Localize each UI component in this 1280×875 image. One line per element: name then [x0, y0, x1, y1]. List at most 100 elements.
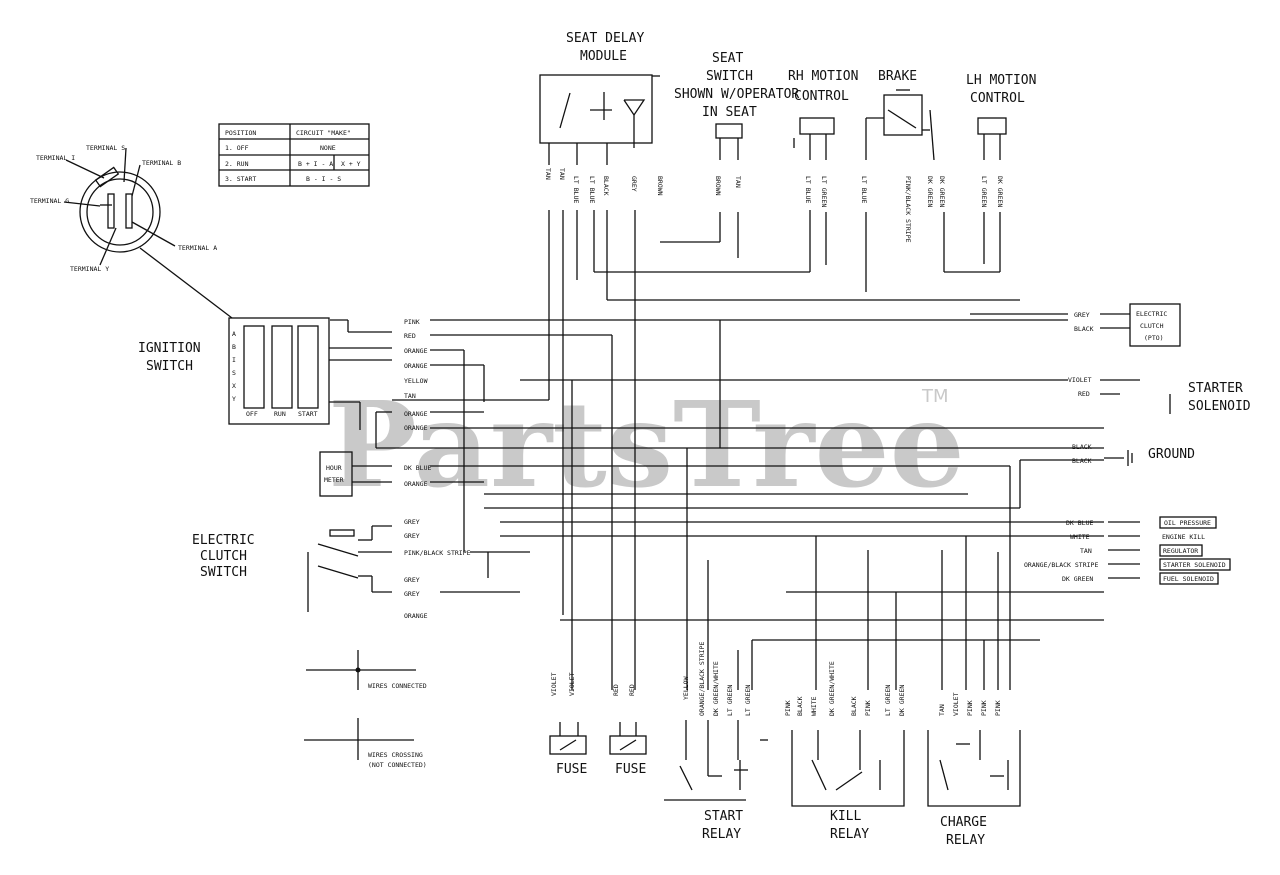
- kill-relay: [791, 730, 905, 807]
- terminal-a-label: TERMINAL A: [178, 244, 217, 252]
- wire-label: PINK/BLACK STRIPE: [904, 176, 912, 243]
- wire-label: LT GREEN: [726, 685, 734, 716]
- wire-label: TAN: [404, 392, 416, 400]
- wire-label: PINK: [980, 700, 988, 716]
- wire-label: BLACK: [1072, 457, 1092, 465]
- seat-switch-title-1: SEAT: [712, 51, 743, 66]
- electric-clutch-switch-title-1: ELECTRIC: [192, 533, 255, 548]
- lh-motion-control-title-1: LH MOTION: [966, 73, 1036, 88]
- position-table-cell: B - I - S: [306, 175, 341, 183]
- start-relay: [664, 720, 748, 801]
- pto-clutch: [970, 303, 1181, 347]
- wire-label: BROWN: [714, 176, 722, 196]
- seat-delay-module-title-2: MODULE: [580, 49, 627, 64]
- pto-clutch-label-3: (PTO): [1144, 334, 1164, 342]
- wire-label: TAN: [1080, 547, 1092, 555]
- switch-letter: I: [232, 356, 236, 364]
- electric-clutch-switch-title-2: CLUTCH: [200, 549, 247, 564]
- start-relay-title-1: START: [704, 809, 743, 824]
- brake-title: BRAKE: [878, 69, 917, 84]
- hour-meter-label-1: HOUR: [326, 464, 342, 472]
- top-wiring: [392, 210, 1020, 690]
- watermark-trademark: TM: [921, 386, 949, 407]
- wire-label: LT GREEN: [820, 176, 828, 207]
- hour-meter: [319, 451, 392, 497]
- seat-switch-title-2: SWITCH: [706, 69, 753, 84]
- electric-clutch-switch: [307, 525, 392, 612]
- kill-relay-title-1: KILL: [830, 809, 861, 824]
- position-table-cell: B + I - A: [298, 160, 333, 168]
- position-table-header-circuit: CIRCUIT "MAKE": [296, 129, 351, 137]
- ignition-switch-title-1: IGNITION: [138, 341, 201, 356]
- position-table: [218, 123, 370, 187]
- switch-letter: A: [232, 330, 236, 338]
- position-table-cell: X + Y: [341, 160, 361, 168]
- wire-label: RED: [404, 332, 416, 340]
- fuse-2-label: FUSE: [615, 762, 646, 777]
- wire-label: BLACK: [1072, 443, 1092, 451]
- wire-label: BLACK: [1074, 325, 1094, 333]
- wire-label: PINK: [404, 318, 420, 326]
- wire-label: PINK: [966, 700, 974, 716]
- seat-switch-title-3: SHOWN W/OPERATOR: [674, 87, 799, 102]
- wire-label: BROWN: [656, 176, 664, 196]
- terminal-b-label: TERMINAL B: [142, 159, 181, 167]
- legend-wires-crossing-2: (NOT CONNECTED): [368, 761, 427, 769]
- wire-label: DK GREEN/WHITE: [712, 661, 720, 716]
- wire-label: DK BLUE: [1066, 519, 1093, 527]
- wire-label: DK GREEN: [926, 176, 934, 207]
- wire-label: LT BLUE: [588, 176, 596, 203]
- wire-label: VIOLET: [1068, 376, 1092, 384]
- ignition-switch-title-2: SWITCH: [146, 359, 193, 374]
- pto-clutch-label-1: ELECTRIC: [1136, 310, 1167, 318]
- electric-clutch-switch-title-3: SWITCH: [200, 565, 247, 580]
- wire-label: TAN: [938, 704, 946, 716]
- wire-label: DK GREEN: [898, 685, 906, 716]
- seat-switch: [715, 123, 743, 160]
- fuse-2: [609, 722, 647, 755]
- wire-label: BLACK: [796, 696, 804, 716]
- wire-label: DK BLUE: [404, 464, 431, 472]
- wire-label: YELLOW: [404, 377, 428, 385]
- connector-engine-kill: ENGINE KILL: [1162, 533, 1205, 541]
- wire-label: TAN: [734, 176, 742, 188]
- wire-label: TAN: [558, 168, 566, 180]
- position-table-cell: NONE: [320, 144, 336, 152]
- wire-label: DK GREEN: [938, 176, 946, 207]
- starter-solenoid: [1100, 379, 1171, 414]
- wire-label: RED: [612, 684, 620, 696]
- switch-letter: S: [232, 369, 236, 377]
- wire-label: ORANGE: [404, 347, 428, 355]
- position-table-cell: 2. RUN: [225, 160, 249, 168]
- terminal-g-label: TERMINAL G: [30, 197, 69, 205]
- wire-label: ORANGE/BLACK STRIPE: [698, 642, 706, 716]
- lh-motion-control-title-2: CONTROL: [970, 91, 1025, 106]
- connector-oil-pressure: OIL PRESSURE: [1164, 519, 1211, 527]
- wire-label: GREY: [630, 176, 638, 192]
- wire-label: LT GREEN: [744, 685, 752, 716]
- ground-title: GROUND: [1148, 447, 1195, 462]
- hour-meter-wiring: [430, 459, 1104, 690]
- clutch-switch-wiring: [440, 521, 1104, 690]
- wire-label: PINK: [784, 700, 792, 716]
- wire-label: DK GREEN/WHITE: [828, 661, 836, 716]
- hour-meter-label-2: METER: [324, 476, 344, 484]
- wire-label: BLACK: [602, 176, 610, 196]
- switch-letter: B: [232, 343, 236, 351]
- position-table-cell: 1. OFF: [225, 144, 249, 152]
- wire-label: LT BLUE: [860, 176, 868, 203]
- terminal-i-label: TERMINAL I: [36, 154, 75, 162]
- wire-label: ORANGE: [404, 362, 428, 370]
- wire-label: RED: [628, 684, 636, 696]
- pto-clutch-label-2: CLUTCH: [1140, 322, 1164, 330]
- wire-label: GREY: [404, 532, 420, 540]
- wire-label: WHITE: [1070, 533, 1090, 541]
- wire-label: ORANGE: [404, 410, 428, 418]
- connector-fuel-solenoid: FUEL SOLENOID: [1163, 575, 1214, 583]
- wire-label: PINK: [864, 700, 872, 716]
- wire-label: LT GREEN: [884, 685, 892, 716]
- wire-label: GREY: [404, 590, 420, 598]
- wire-label: ORANGE: [404, 612, 428, 620]
- rh-motion-control-title-2: CONTROL: [794, 89, 849, 104]
